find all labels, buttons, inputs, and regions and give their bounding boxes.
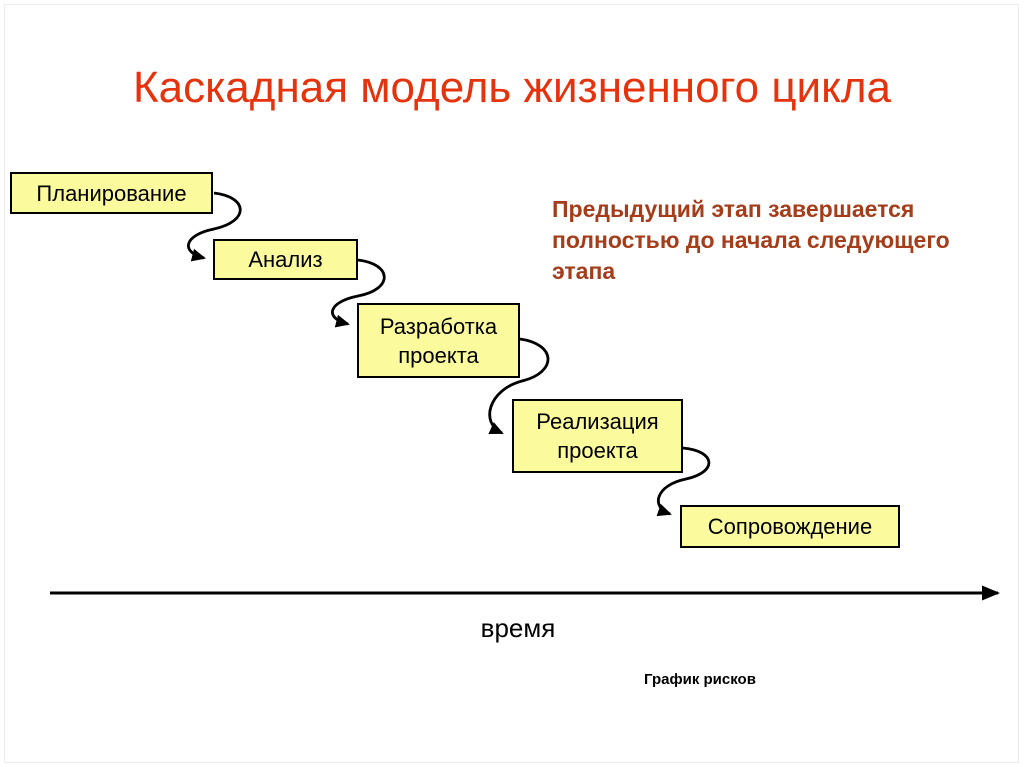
page-title: Каскадная модель жизненного цикла (132, 63, 891, 113)
stage-box-analysis: Анализ (213, 239, 358, 280)
stage-label: Реализация проекта (536, 409, 659, 463)
annotation-line: Предыдущий этап завершается (552, 196, 915, 222)
stage-box-maintenance: Сопровождение (680, 505, 900, 548)
time-axis-label: время (480, 613, 556, 643)
annotation-text: Предыдущий этап завершается полностью до… (552, 194, 1012, 287)
annotation-line: этапа (552, 258, 616, 284)
stage-label: Сопровождение (707, 514, 873, 539)
stage-label: Анализ (248, 247, 323, 272)
stage-box-project-development: Разработка проекта (357, 303, 520, 378)
stage-label: Разработка проекта (379, 313, 498, 368)
stage-box-project-implementation: Реализация проекта (512, 399, 683, 473)
risk-schedule-caption: График рисков (644, 671, 756, 688)
slide-border (4, 4, 1019, 763)
annotation-line: полностью до начала следующего (552, 227, 950, 253)
stage-label: Планирование (36, 180, 187, 206)
stage-box-planning: Планирование (10, 172, 213, 214)
